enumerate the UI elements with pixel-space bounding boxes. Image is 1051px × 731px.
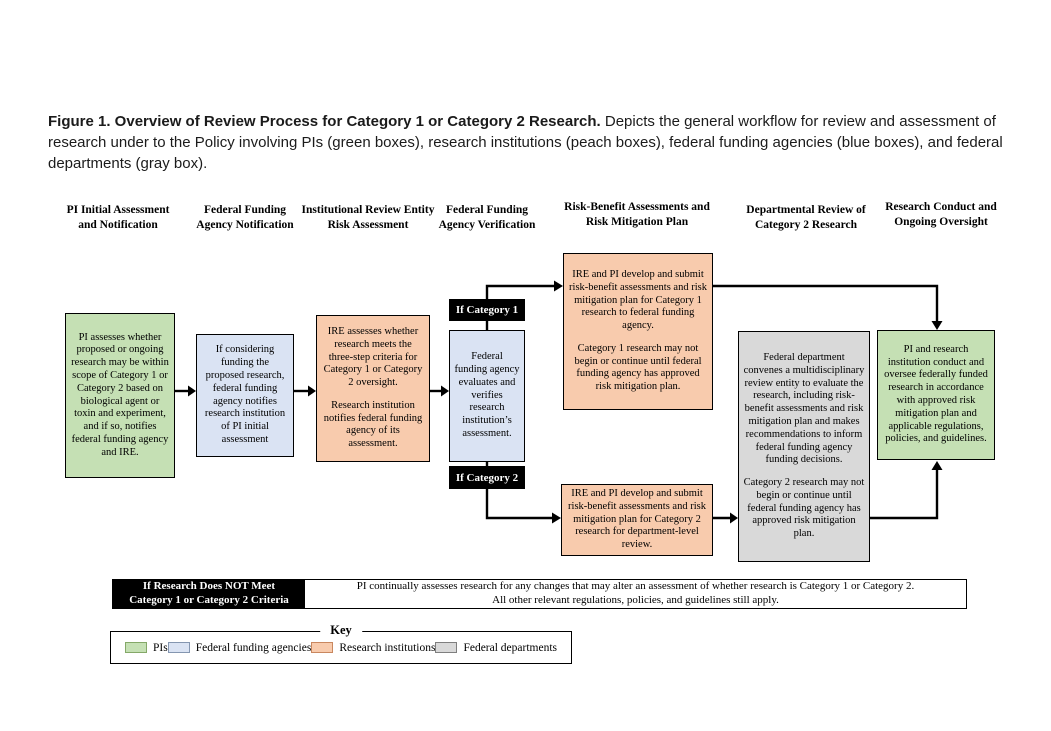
column-header-pi-initial: PI Initial Assessment and Notification [66, 204, 170, 231]
decision-label-if-category-2: If Category 2 [449, 466, 525, 489]
column-header-ffa-notification: Federal Funding Agency Notification [196, 204, 294, 231]
flow-box-ffa-verification-text: Federal funding agency evaluates and ver… [454, 351, 520, 439]
flow-box-category1-plan: IRE and PI develop and submit risk-benef… [563, 253, 713, 410]
legend-item-research-institutions: Research institutions [311, 642, 435, 654]
legend-item-federal-funding-agencies-label: Federal funding agencies [195, 641, 312, 654]
pi-green-swatch [125, 642, 147, 653]
column-header-risk-benefit: Risk-Benefit Assessments and Risk Mitiga… [564, 201, 710, 228]
not-meet-criteria-bar: If Research Does NOT Meet Category 1 or … [112, 579, 967, 609]
flow-box-category1-plan-p2: Category 1 research may not begin or con… [574, 342, 702, 393]
legend-key-title: Key [320, 623, 362, 638]
flow-box-ffa-verification: Federal funding agency evaluates and ver… [449, 330, 525, 462]
flow-box-ire-assessment-p2: Research institution notifies federal fu… [323, 399, 423, 450]
legend-item-research-institutions-label: Research institutions [339, 641, 436, 654]
continual-assessment-note-line1: PI continually assesses research for any… [356, 580, 915, 593]
not-meet-criteria-label-line1: If Research Does NOT Meet [142, 580, 276, 593]
legend-key: Key PIs Federal funding agencies Researc… [110, 623, 572, 664]
flow-box-department-review-p1: Federal department convenes a multidisci… [743, 351, 865, 466]
figure-caption-title: Figure 1. Overview of Review Process for… [48, 113, 601, 130]
institution-peach-swatch [311, 642, 334, 653]
flow-box-category1-plan-p1: IRE and PI develop and submit risk-benef… [569, 268, 707, 332]
legend-item-pis-label: PIs [153, 641, 168, 654]
flow-box-category2-plan: IRE and PI develop and submit risk-benef… [561, 484, 713, 556]
column-header-ffa-verification: Federal Funding Agency Verification [438, 204, 536, 231]
flow-box-ire-assessment: IRE assesses whether research meets the … [316, 315, 430, 462]
continual-assessment-note: PI continually assesses research for any… [305, 580, 966, 608]
flow-box-conduct-oversight-text: PI and research institution conduct and … [884, 343, 988, 445]
agency-blue-swatch [167, 642, 190, 653]
flow-box-ffa-notification: If considering funding the proposed rese… [196, 334, 294, 457]
flow-box-pi-initial-assessment: PI assesses whether proposed or ongoing … [65, 313, 175, 478]
legend-item-federal-funding-agencies: Federal funding agencies [167, 641, 312, 654]
legend-item-federal-departments-label: Federal departments [463, 641, 558, 654]
flow-box-department-review-p2: Category 2 research may not begin or con… [743, 477, 865, 540]
figure-caption-body: Depicts the general workflow for review … [48, 113, 1003, 172]
not-meet-criteria-label-line2: Category 1 or Category 2 Criteria [129, 594, 289, 606]
legend-item-federal-departments: Federal departments [435, 642, 557, 654]
legend-item-pis: PIs [125, 642, 168, 654]
continual-assessment-note-line2: All other relevant regulations, policies… [492, 594, 779, 606]
column-header-dept-review: Departmental Review of Category 2 Resear… [746, 204, 866, 231]
flow-box-ire-assessment-p1: IRE assesses whether research meets the … [323, 325, 423, 389]
figure-caption: Figure 1. Overview of Review Process for… [48, 111, 1008, 174]
legend-key-items: PIs Federal funding agencies Research in… [111, 632, 571, 663]
column-header-conduct-oversight: Research Conduct and Ongoing Oversight [885, 201, 997, 228]
not-meet-criteria-label: If Research Does NOT Meet Category 1 or … [113, 580, 305, 608]
flow-box-ffa-notification-text: If considering funding the proposed rese… [204, 344, 286, 445]
flow-box-pi-initial-text: PI assesses whether proposed or ongoing … [71, 331, 169, 458]
flow-box-category2-plan-text: IRE and PI develop and submit risk-benef… [568, 488, 706, 551]
column-header-ire-risk-assessment: Institutional Review Entity Risk Assessm… [301, 204, 435, 231]
decision-label-if-category-1: If Category 1 [449, 299, 525, 321]
department-gray-swatch [435, 642, 458, 653]
flow-box-conduct-oversight: PI and research institution conduct and … [877, 330, 995, 460]
flow-box-department-review: Federal department convenes a multidisci… [738, 331, 870, 562]
